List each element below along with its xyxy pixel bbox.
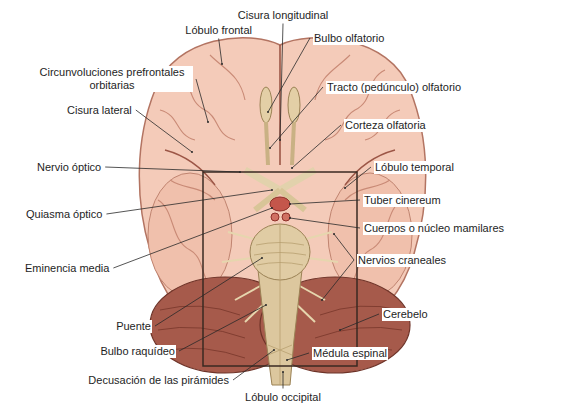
- part-label: Cisura lateral: [66, 104, 133, 117]
- leader-line: [292, 125, 341, 168]
- leader-line: [219, 39, 222, 65]
- leader-line: [280, 24, 283, 141]
- leader-line: [196, 79, 208, 122]
- part-label: Lóbulo occipital: [244, 391, 322, 404]
- leader-dot: [289, 203, 291, 205]
- leader-dot: [291, 167, 293, 169]
- leader-dot: [321, 299, 323, 301]
- mammillary-body: [282, 213, 290, 221]
- leader-line: [270, 87, 323, 148]
- part-label: Tracto (pedúnculo) olfatorio: [326, 81, 462, 94]
- leader-line: [322, 260, 354, 300]
- leader-line: [136, 110, 192, 152]
- leader-dot: [267, 111, 269, 113]
- leader-dot: [271, 189, 273, 191]
- leader-dot: [289, 217, 291, 219]
- olfactory-tract: [266, 122, 268, 165]
- olfactory-tract: [292, 122, 294, 165]
- tuber-cinereum: [270, 197, 290, 211]
- leader-line: [340, 314, 379, 330]
- leader-line: [106, 190, 272, 214]
- part-label: Cerebelo: [382, 308, 429, 321]
- optic-tract: [255, 190, 305, 210]
- part-label: Bulbo raquídeo: [99, 345, 176, 358]
- part-label: Nervio óptico: [36, 161, 102, 174]
- part-label: Corteza olfatoria: [344, 119, 427, 132]
- leader-line: [268, 38, 310, 112]
- leader-line: [233, 350, 274, 380]
- leader-line: [283, 372, 284, 389]
- leader-dot: [269, 147, 271, 149]
- leader-dot: [339, 329, 341, 331]
- leader-line: [290, 200, 360, 204]
- brainstem-striations: [254, 225, 306, 385]
- part-label: Quiasma óptico: [25, 208, 103, 221]
- part-label: Puente: [115, 320, 152, 333]
- part-label: Médula espinal: [312, 347, 388, 360]
- leader-dot: [221, 63, 223, 65]
- leader-dot: [207, 121, 209, 123]
- part-label: Cisura longitudinal: [237, 9, 330, 22]
- leader-dot: [191, 151, 193, 153]
- leader-line: [179, 305, 266, 351]
- leader-dot: [279, 139, 281, 141]
- leader-dot: [261, 257, 263, 259]
- leader-line: [105, 167, 240, 172]
- optic-nerve: [245, 170, 315, 190]
- leader-dot: [265, 304, 267, 306]
- leader-dot: [273, 349, 275, 351]
- leader-line: [287, 353, 309, 360]
- olfactory-bulb: [260, 87, 272, 123]
- part-label: Decusación de las pirámides: [87, 374, 230, 387]
- part-label: Circunvoluciones prefrontales orbitarias: [31, 66, 193, 92]
- leader-dot: [333, 233, 335, 235]
- leader-dot: [271, 207, 273, 209]
- leader-dot: [239, 171, 241, 173]
- leader-line: [113, 208, 272, 268]
- part-label: Lóbulo frontal: [184, 24, 253, 37]
- leader-dot: [282, 371, 284, 373]
- leader-line: [334, 234, 354, 260]
- part-label: Eminencia media: [24, 262, 110, 275]
- leader-line: [290, 218, 360, 228]
- lateral-fissure: [165, 150, 215, 185]
- leader-dot: [344, 187, 346, 189]
- part-label: Bulbo olfatorio: [313, 32, 385, 45]
- leader-dot: [286, 359, 288, 361]
- part-label: Nervios craneales: [357, 254, 447, 267]
- olfactory-bulb: [288, 87, 300, 123]
- leader-line: [345, 167, 371, 188]
- mammillary-body: [271, 213, 279, 221]
- part-label: Tuber cinereum: [363, 194, 442, 207]
- part-label: Lóbulo temporal: [374, 161, 455, 174]
- part-label: Cuerpos o núcleo mamilares: [363, 222, 505, 235]
